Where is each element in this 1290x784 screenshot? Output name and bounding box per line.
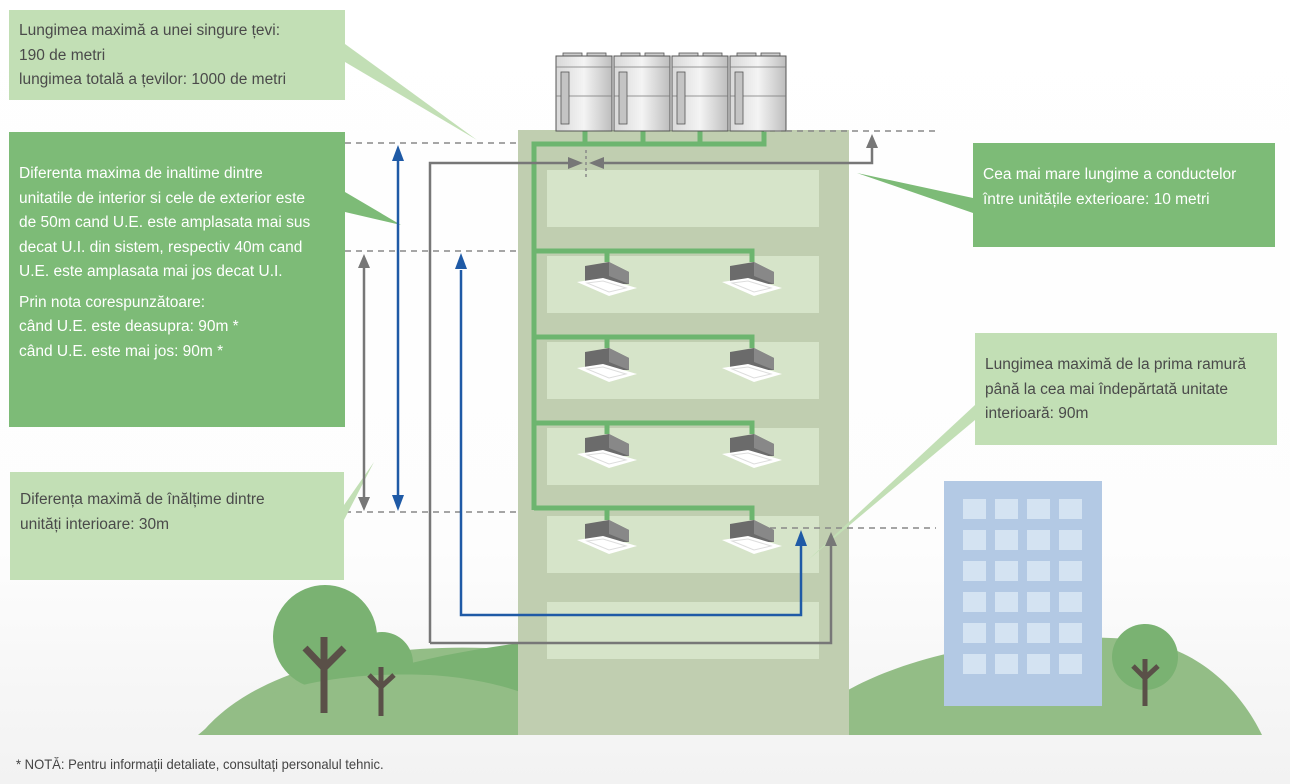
arrowhead-right	[568, 157, 583, 169]
indoor-units	[577, 262, 782, 554]
outdoor-unit	[671, 52, 729, 132]
office-window	[963, 592, 986, 612]
hill-left-front	[198, 674, 540, 735]
office-building	[944, 481, 1102, 706]
callout-height-diff-indoor-outdoor: Diferenta maxima de inaltime dintre unit…	[9, 132, 345, 427]
first-branch-arrow-line	[459, 270, 803, 617]
office-window	[1027, 530, 1050, 550]
outdoor-units	[555, 52, 787, 132]
callout-outdoor-units-pipe-length: Cea mai mare lungime a conductelor între…	[973, 143, 1275, 247]
callout-line: Lungimea maximă a unei singure țevi:	[19, 22, 281, 39]
callout-note-line: Prin nota corespunzătoare:	[19, 293, 206, 311]
main-building	[518, 130, 849, 735]
office-window	[963, 561, 986, 581]
tree-right-trunk	[1131, 659, 1160, 706]
callout-line: Diferența maximă de înălțime dintre	[20, 491, 265, 508]
callout-line: Diferenta maxima de inaltime dintre	[19, 165, 263, 182]
arrowhead-left	[589, 157, 604, 169]
gray-arrows	[362, 145, 874, 645]
pointer-outdoor-units	[857, 173, 973, 213]
pointer-height-indoor	[344, 462, 374, 520]
indoor-cassette-unit	[722, 348, 782, 382]
callout-first-branch-length: Lungimea maximă de la prima ramură până …	[975, 333, 1277, 445]
callout-line: decat U.I. din sistem, respectiv 40m can…	[19, 238, 303, 256]
outdoor-unit	[613, 52, 671, 132]
office-window	[995, 499, 1018, 519]
callout-line: unitatile de interior si cele de exterio…	[19, 189, 306, 207]
callout-line: de 50m cand U.E. este amplasata mai sus	[19, 214, 311, 231]
callout-line: Lungimea maximă de la prima ramură	[985, 356, 1247, 373]
indoor-cassette-unit	[722, 434, 782, 468]
tree-right-crown	[1112, 624, 1178, 690]
office-window	[1059, 499, 1082, 519]
tree-large-trunk	[302, 637, 347, 713]
bottom-loop-line	[430, 545, 833, 645]
footnote: * NOTĂ: Pentru informații detaliate, con…	[16, 756, 384, 772]
office-window	[1059, 530, 1082, 550]
office-window	[963, 530, 986, 550]
callout-line: unități interioare: 30m	[20, 515, 170, 533]
office-window	[1027, 654, 1050, 674]
office-window	[1027, 499, 1050, 519]
floor-panel-1	[547, 170, 819, 227]
office-window	[995, 561, 1018, 581]
office-window	[1059, 592, 1082, 612]
blue-arrows	[396, 152, 803, 617]
tree-small-trunk	[367, 667, 396, 716]
indoor-cassette-unit	[722, 520, 782, 554]
callout-single-pipe-length: Lungimea maximă a unei singure țevi: 190…	[9, 10, 345, 100]
office-window	[1027, 623, 1050, 643]
office-window	[963, 499, 986, 519]
arrowhead-down-indoor	[358, 497, 370, 511]
gray-arrowheads	[358, 134, 878, 546]
pointer-first-branch	[808, 405, 975, 560]
callout-height-diff-indoor: Diferența maximă de înălțime dintre unit…	[10, 472, 344, 580]
reference-lines	[345, 130, 940, 529]
callout-line: între unitățile exterioare: 10 metri	[983, 190, 1210, 208]
arrowhead-up-indoor	[358, 254, 370, 268]
arrowhead-up-last	[825, 532, 837, 546]
pointer-single-pipe	[345, 44, 477, 140]
arrowhead-blue-up-top	[392, 145, 404, 161]
office-window	[995, 654, 1018, 674]
indoor-cassette-unit	[577, 520, 637, 554]
indoor-cassette-unit	[577, 434, 637, 468]
office-window	[1059, 561, 1082, 581]
outdoor-unit	[729, 52, 787, 132]
pointer-height-indoor-outdoor	[345, 192, 401, 225]
outdoor-unit	[555, 52, 613, 132]
office-window	[1027, 592, 1050, 612]
office-window	[995, 530, 1018, 550]
callout-note-line: când U.E. este mai jos: 90m *	[19, 342, 224, 360]
outdoor-pipe-length-line	[428, 161, 570, 643]
office-window	[1027, 561, 1050, 581]
arrowhead-blue-up-branch	[455, 253, 467, 269]
office-window	[995, 623, 1018, 643]
arrowhead-blue-down	[392, 495, 404, 511]
office-window	[963, 654, 986, 674]
callout-line: Cea mai mare lungime a conductelor	[983, 166, 1237, 183]
indoor-cassette-unit	[577, 348, 637, 382]
indoor-cassette-unit	[722, 262, 782, 296]
arrowhead-blue-up-last	[795, 530, 807, 546]
office-window	[1059, 623, 1082, 643]
callout-line: 190 de metri	[19, 46, 106, 64]
indoor-cassette-unit	[577, 262, 637, 296]
refrigerant-piping	[531, 130, 767, 520]
office-window	[995, 592, 1018, 612]
callout-pointers	[344, 44, 975, 560]
callout-line: lungimea totală a țevilor: 1000 de metri	[19, 71, 287, 88]
office-window	[1059, 654, 1082, 674]
office-windows	[963, 499, 1082, 674]
callout-line: până la cea mai îndepărtată unitate	[985, 380, 1229, 398]
callout-note-line: când U.E. este deasupra: 90m *	[19, 318, 239, 335]
blue-arrowheads	[392, 145, 807, 546]
floor-panel-6	[547, 602, 819, 659]
callout-line: U.E. este amplasata mai jos decat U.I.	[19, 263, 283, 280]
arrowhead-up-outdoor	[866, 134, 878, 148]
office-window	[963, 623, 986, 643]
outdoor-pipe-length-line-right	[603, 145, 874, 165]
callout-line: interioară: 90m	[985, 405, 1089, 422]
